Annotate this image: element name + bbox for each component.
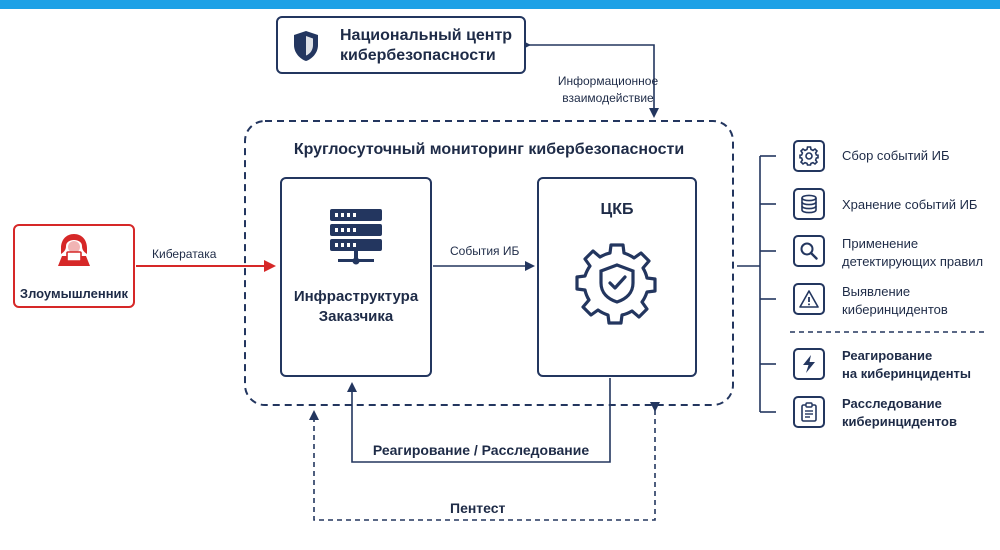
info-exchange-arrow xyxy=(521,40,659,118)
info-exchange-line2: взаимодействие xyxy=(562,91,654,105)
national-center-title-line2: кибербезопасности xyxy=(340,47,496,64)
gear-icon xyxy=(793,140,825,172)
hacker-icon xyxy=(58,234,90,266)
top-accent-bar xyxy=(0,0,1000,9)
response-investigation-label: Реагирование / Расследование xyxy=(372,442,590,458)
national-center-title-line1: Национальный центр xyxy=(340,27,513,44)
service-3-line1: Применение xyxy=(842,236,919,251)
document-icon xyxy=(793,396,825,428)
cyberattack-label: Кибератака xyxy=(152,247,217,261)
gear-shield-icon xyxy=(575,243,657,325)
search-icon xyxy=(793,235,825,267)
pentest-label: Пентест xyxy=(450,500,506,516)
infrastructure-box: Инфраструктура Заказчика xyxy=(280,177,432,377)
service-6-line1: Расследование xyxy=(842,396,942,411)
ckb-title: ЦКБ xyxy=(600,201,634,218)
service-2-label: Хранение событий ИБ xyxy=(842,197,978,212)
infrastructure-line2: Заказчика xyxy=(318,308,394,325)
server-icon xyxy=(330,209,382,265)
national-center-box: Национальный центр кибербезопасности xyxy=(276,16,526,74)
pentest-arrow xyxy=(309,402,660,521)
database-icon xyxy=(793,188,825,220)
warning-icon xyxy=(793,283,825,315)
service-5-line1: Реагирование xyxy=(842,348,933,363)
response-arrow xyxy=(347,378,611,463)
service-3-line2: детектирующих правил xyxy=(842,254,984,269)
service-6-line2: киберинцидентов xyxy=(842,414,957,429)
service-5-line2: на киберинциденты xyxy=(842,366,972,381)
info-exchange-line1: Информационное xyxy=(557,74,659,88)
ckb-box: ЦКБ xyxy=(537,177,697,377)
lightning-icon xyxy=(793,348,825,380)
monitoring-title: Круглосуточный мониторинг кибербезопасно… xyxy=(293,141,685,158)
attacker-box: Злоумышленник xyxy=(13,224,135,308)
shield-icon xyxy=(294,31,318,61)
service-4-line2: киберинцидентов xyxy=(842,302,948,317)
attacker-label: Злоумышленник xyxy=(19,286,129,301)
service-4-line1: Выявление xyxy=(842,284,911,299)
events-label: События ИБ xyxy=(450,244,520,258)
info-exchange-label: Информационное взаимодействие xyxy=(548,73,668,107)
service-1-label: Сбор событий ИБ xyxy=(842,148,950,163)
infrastructure-line1: Инфраструктура xyxy=(293,288,419,305)
